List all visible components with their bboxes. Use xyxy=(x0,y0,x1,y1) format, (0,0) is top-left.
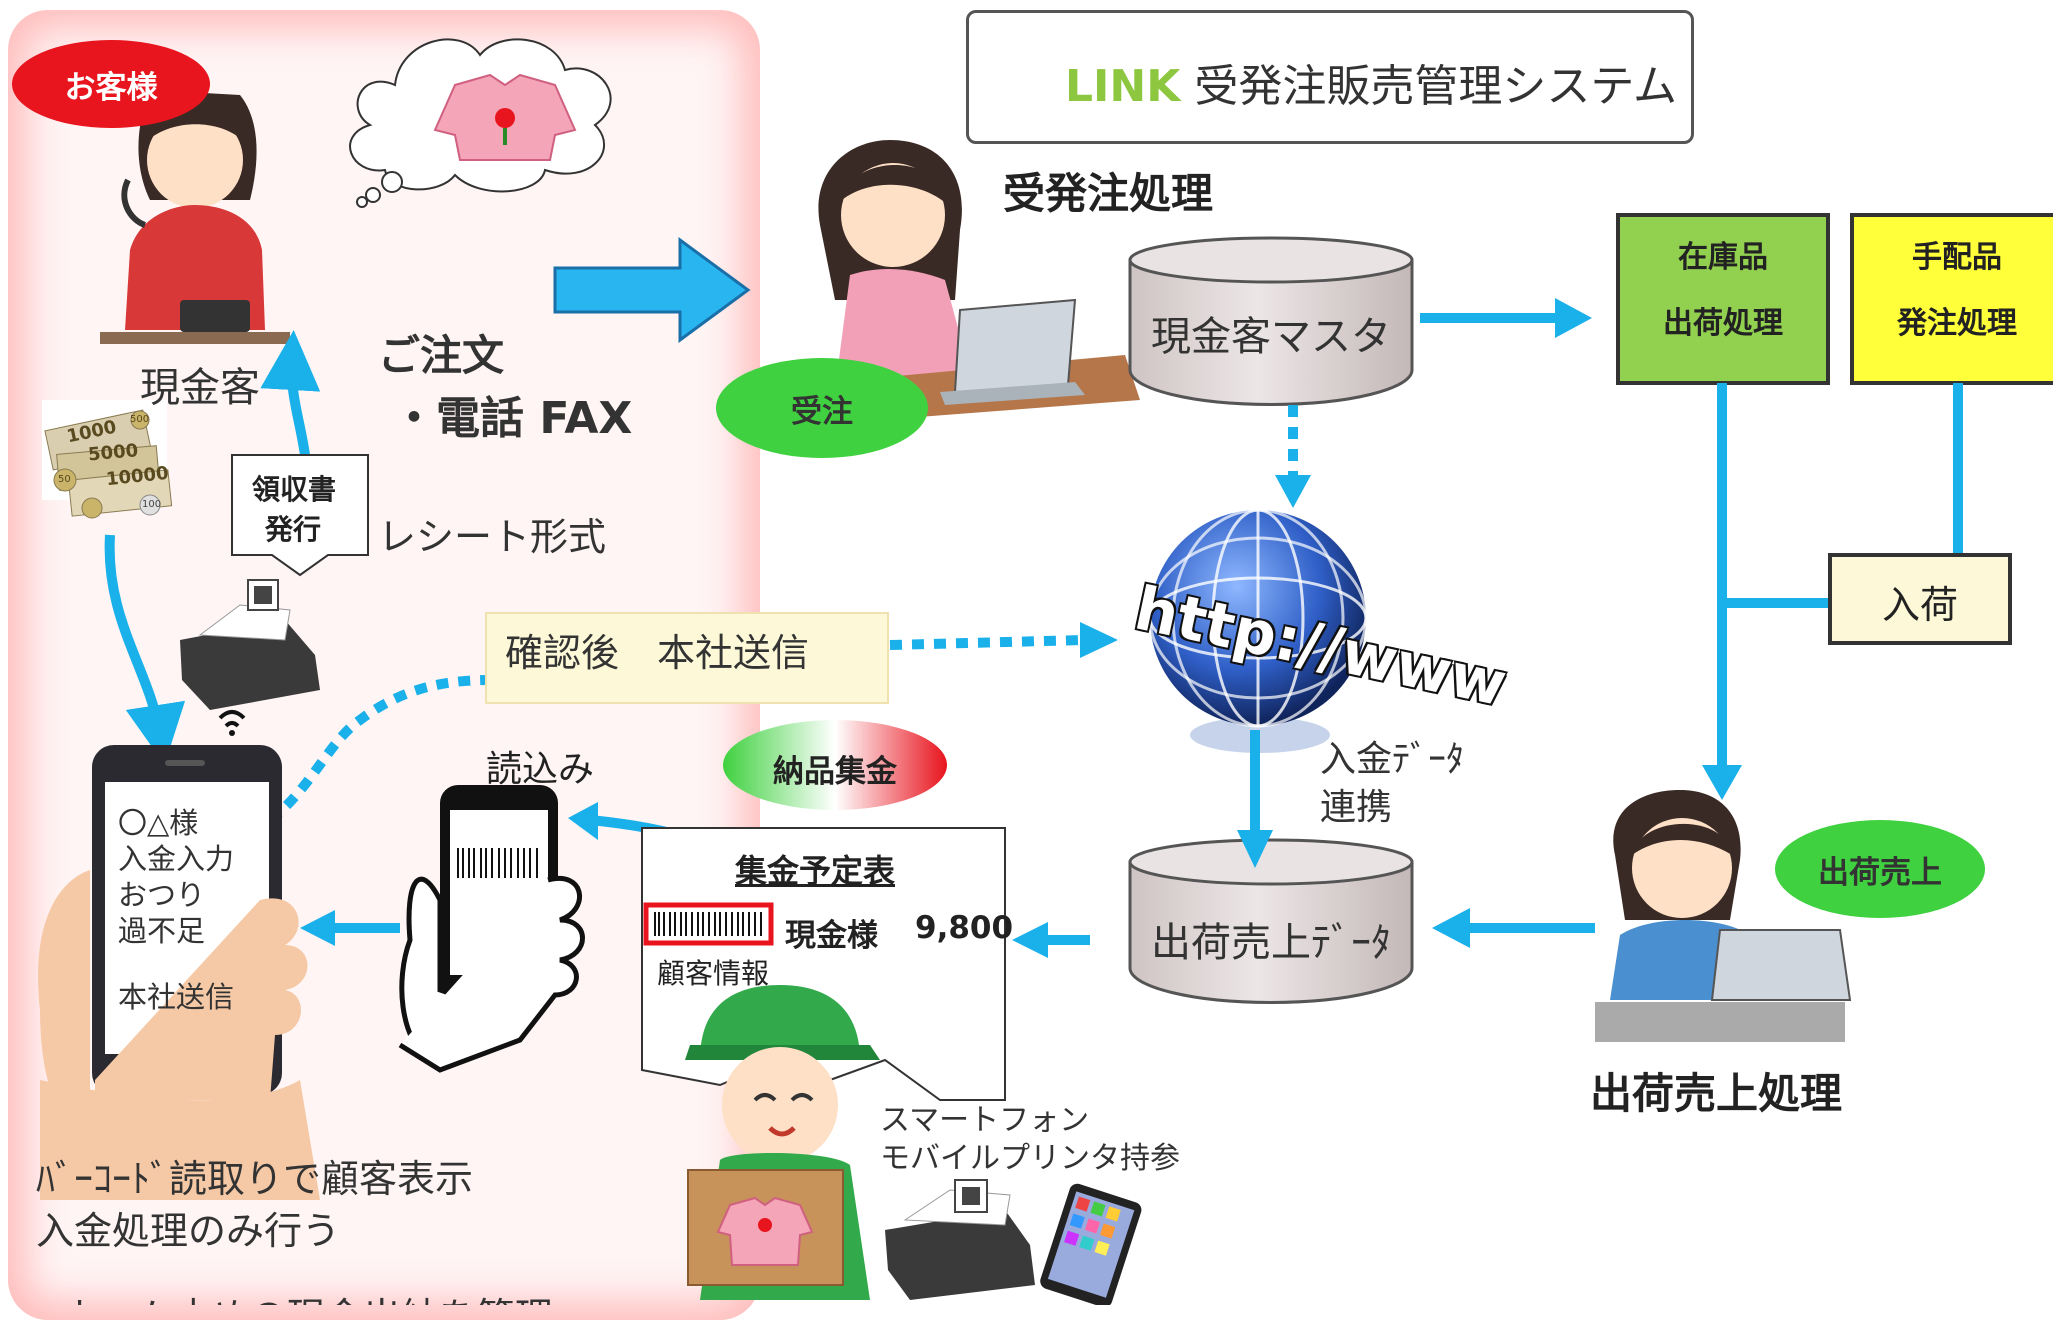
collection-badge-shape xyxy=(723,720,947,810)
phone-line-1: 〇△様 xyxy=(118,806,199,840)
brand-name: LINK xyxy=(1065,61,1181,112)
order-text-1: ご注文 xyxy=(378,331,505,380)
sheet-customer: 現金様 xyxy=(785,918,878,954)
receipt-line2: 発行 xyxy=(265,513,322,546)
shipping-badge-label: 出荷売上 xyxy=(1818,854,1942,891)
receipt-format: レシート形式 xyxy=(378,515,607,559)
customer-badge: お客様 xyxy=(12,40,210,128)
customer-info-label: 顧客情報 xyxy=(657,957,770,990)
delivery-line2: モバイルプリンタ持参 xyxy=(880,1141,1180,1176)
shipping-title: 出荷売上処理 xyxy=(1590,1069,1843,1118)
sheet-amount: 9,800 xyxy=(915,910,1014,946)
money-coin-50: 50 xyxy=(58,474,71,485)
receipt-printer-icon xyxy=(180,579,320,736)
payment-link-line2: 連携 xyxy=(1320,787,1393,828)
order-processing-title: 受発注処理 xyxy=(1003,169,1214,218)
read-label: 読込み xyxy=(486,749,595,790)
system-name: 受発注販売管理システム xyxy=(1194,61,1678,112)
barcode-phone-icon xyxy=(398,785,585,1073)
phone-line-5: 本社送信 xyxy=(118,980,235,1014)
shipping-person-icon xyxy=(1595,790,1852,1042)
money-coin-100: 100 xyxy=(142,499,162,510)
stock-box-line2: 出荷処理 xyxy=(1663,306,1783,341)
money-notes: 1000 5000 10000 xyxy=(65,416,170,491)
phone-line-3: おつり xyxy=(118,878,206,912)
barcode-box xyxy=(643,902,774,946)
confirm-box xyxy=(485,612,889,704)
money-note-10000: 10000 xyxy=(105,462,170,491)
customer-master-db xyxy=(1128,236,1414,406)
hand-phone-icon xyxy=(38,745,320,1200)
order-badge-label: 受注 xyxy=(791,393,853,430)
payment-link-line1: 入金ﾃﾞｰﾀ xyxy=(1320,739,1465,780)
footer-line1: ﾊﾞｰｺｰﾄﾞ読取りで顧客表示 xyxy=(36,1157,474,1201)
sweater-icon xyxy=(433,73,577,161)
system-title: LINK 受発注販売管理システム xyxy=(1065,50,1677,114)
receipt-paper xyxy=(231,454,369,577)
sales-db-label: 出荷売上ﾃﾞｰﾀ xyxy=(1151,920,1391,966)
footer-line2: 入金処理のみ行う xyxy=(36,1209,341,1253)
order-box xyxy=(1850,213,2053,385)
shipping-badge: 出荷売上 xyxy=(1775,820,1985,918)
money-icon xyxy=(42,400,173,519)
customer-person-icon xyxy=(100,90,290,344)
phone-line-2: 入金入力 xyxy=(118,842,235,876)
customer-badge-label: お客様 xyxy=(64,69,158,106)
order-arrow-icon xyxy=(553,237,751,343)
footer-line3: ホーム止めの現金出納を管理 xyxy=(60,1287,553,1305)
arrival-label: 入荷 xyxy=(1881,583,1958,627)
delivery-line1: スマートフォン xyxy=(880,1103,1090,1138)
order-text-2: ・電話 FAX xyxy=(392,393,633,444)
collection-badge-label: 納品集金 xyxy=(773,754,897,790)
customer-label: 現金客 xyxy=(140,365,260,411)
phone-screen: 〇△様 入金入力 おつり 過不足 本社送信 xyxy=(118,805,268,1015)
master-db-label: 現金客マスタ xyxy=(1151,314,1391,360)
phone-line-4: 過不足 xyxy=(118,914,206,948)
system-title-box xyxy=(966,10,1694,144)
confirm-label: 確認後 本社送信 xyxy=(505,631,810,675)
mobile-printer-icon xyxy=(885,1179,1035,1300)
delivery-person-icon xyxy=(685,985,880,1300)
order-box-line1: 手配品 xyxy=(1912,240,2002,275)
money-coin-500: 500 xyxy=(130,414,150,425)
order-badge: 受注 xyxy=(716,358,928,458)
receipt-line1: 領収書 xyxy=(252,473,337,506)
arrival-box xyxy=(1828,553,2012,645)
sheet-title: 集金予定表 xyxy=(735,852,896,890)
operator-person-icon xyxy=(800,140,1140,425)
tablet-icon xyxy=(1040,1183,1142,1305)
money-note-5000: 5000 xyxy=(87,440,139,466)
stock-box-line1: 在庫品 xyxy=(1678,240,1768,275)
order-box-line2: 発注処理 xyxy=(1897,306,2017,341)
sales-data-db xyxy=(1128,838,1414,1004)
